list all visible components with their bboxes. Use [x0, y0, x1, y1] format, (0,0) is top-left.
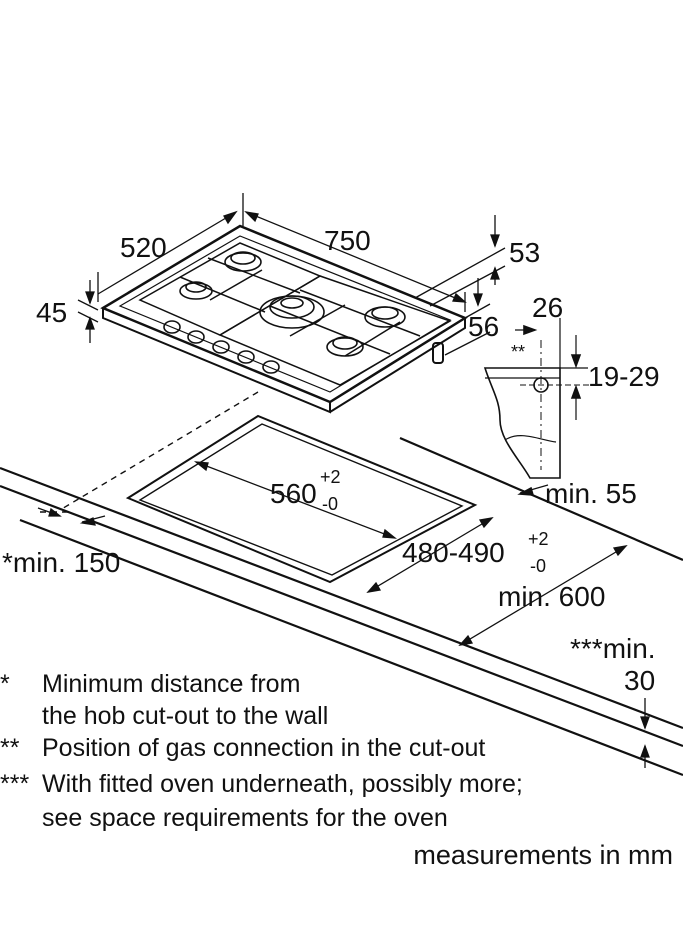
- dim-750: 750: [324, 225, 371, 256]
- dim-min-30-label: ***min.: [570, 633, 656, 664]
- legend-mark-3: ***: [0, 770, 30, 798]
- worktop-profile: [483, 367, 561, 479]
- hob: [100, 224, 468, 414]
- dim-560: 560: [270, 478, 317, 509]
- burner-rear-right: [364, 306, 406, 328]
- dim-480-490-sup: +2: [528, 529, 549, 549]
- dim-min-55: min. 55: [545, 478, 637, 509]
- burners: [179, 251, 406, 357]
- gas-connector: [432, 342, 444, 364]
- burner-wok: [259, 295, 325, 329]
- dim-480-490-sub: -0: [530, 556, 546, 576]
- dim-480-490: 480-490: [402, 537, 505, 568]
- cutout-inner: [138, 423, 464, 576]
- dim-560-sub: -0: [322, 494, 338, 514]
- knob-1: [163, 320, 181, 334]
- hob-dimension-lines: [77, 193, 506, 356]
- burner-rear-left: [224, 251, 262, 272]
- dim-19-29: 19-29: [588, 361, 660, 392]
- dim-45: 45: [36, 297, 67, 328]
- knob-2: [187, 330, 205, 344]
- cutout: [125, 414, 478, 584]
- legend-mark-2: **: [0, 734, 20, 762]
- hob-front-edge: [102, 308, 331, 414]
- knob-5: [262, 360, 280, 374]
- dim-53: 53: [509, 237, 540, 268]
- units-note: measurements in mm: [413, 840, 673, 870]
- dim-min-600: min. 600: [498, 581, 605, 612]
- control-knobs: [163, 320, 280, 374]
- dim-520: 520: [120, 232, 167, 263]
- burner-front-left: [179, 281, 213, 300]
- legend-text-2a: Position of gas connection in the cut-ou…: [42, 734, 486, 762]
- gas-connection-detail: [483, 318, 590, 496]
- dim-26: 26: [532, 292, 563, 323]
- dim-min-30-value: 30: [624, 665, 655, 696]
- worktop: [0, 436, 683, 777]
- cutout-outer: [125, 414, 478, 584]
- cutout-dimension-lines: [37, 461, 650, 768]
- legend-mark-1: *: [0, 670, 10, 698]
- legend-text-3a: With fitted oven underneath, possibly mo…: [42, 770, 523, 798]
- legend-text-3b: see space requirements for the oven: [42, 804, 448, 832]
- dim-min-150: *min. 150: [2, 547, 120, 578]
- dim-560-sup: +2: [320, 467, 341, 487]
- dim-56: 56: [468, 311, 499, 342]
- legend-text-1a: Minimum distance from: [42, 670, 301, 698]
- knob-4: [237, 350, 255, 364]
- legend-text-1b: the hob cut-out to the wall: [42, 702, 329, 730]
- knob-3: [212, 340, 230, 354]
- burner-front-right: [326, 336, 364, 357]
- gas-marker: **: [511, 342, 525, 362]
